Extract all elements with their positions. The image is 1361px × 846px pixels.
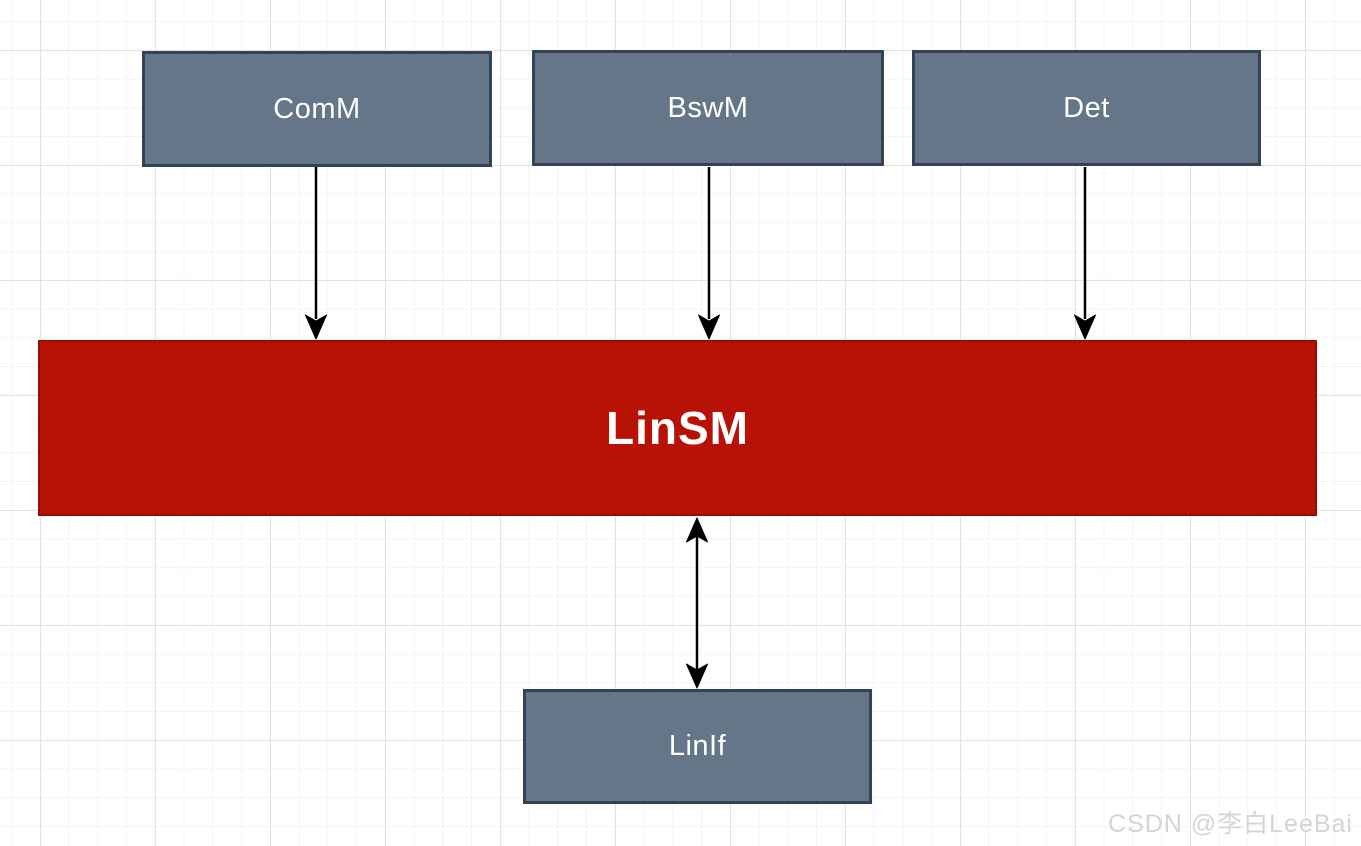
node-bswm-label: BswM: [667, 91, 749, 124]
node-comm-label: ComM: [273, 92, 361, 125]
edge-bswm-to-linsm: [694, 166, 724, 340]
node-det-label: Det: [1063, 91, 1110, 124]
arrow-down-icon: [1074, 167, 1096, 340]
node-comm[interactable]: ComM: [142, 51, 492, 167]
arrow-down-icon: [305, 167, 327, 340]
node-linsm[interactable]: LinSM: [38, 340, 1317, 516]
arrow-both-icon: [686, 517, 708, 689]
node-det[interactable]: Det: [912, 50, 1261, 166]
node-bswm[interactable]: BswM: [532, 50, 884, 166]
edge-det-to-linsm: [1070, 166, 1100, 340]
edge-comm-to-linsm: [301, 166, 331, 340]
node-linif-label: LinIf: [668, 730, 727, 762]
arrow-down-icon: [698, 167, 720, 340]
watermark: CSDN @李白LeeBai: [1107, 810, 1353, 838]
node-linsm-label: LinSM: [606, 402, 749, 454]
node-linif[interactable]: LinIf: [523, 689, 872, 804]
edge-linsm-linif: [682, 517, 712, 689]
